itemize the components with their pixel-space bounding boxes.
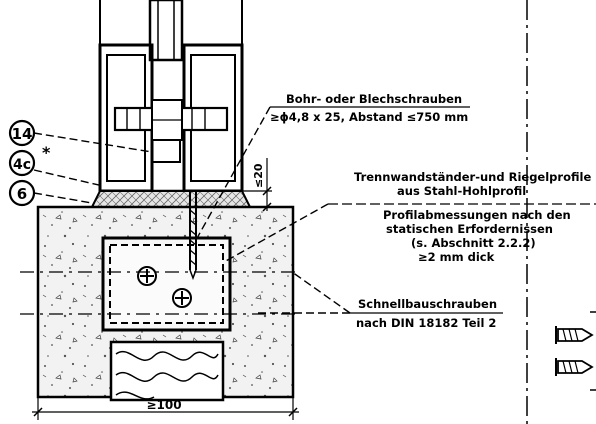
marker-14-label: 14 (12, 125, 33, 143)
upper-profile (98, 0, 244, 193)
marker-4c-asterisk: * (42, 143, 51, 162)
annotation-screws-line1: Bohr- oder Blechschrauben (286, 92, 462, 106)
screw-head-2 (172, 288, 192, 308)
marker-4c-label: 4c (13, 157, 31, 173)
annotation-quick-line2: nach DIN 18182 Teil 2 (356, 316, 496, 330)
annotation-profile-line1: Trennwandständer-und Riegelprofile (354, 170, 591, 184)
dimension-height: ≤20 (240, 158, 272, 212)
dimension-width-label: ≥100 (146, 398, 181, 412)
annotation-profile-line2: aus Stahl-Hohlprofil (397, 184, 526, 198)
insulation-box (109, 340, 225, 402)
annotation-quick-line1: Schnellbauschrauben (358, 297, 497, 311)
drill-screw (189, 190, 197, 281)
annotation-dims-line1: Profilabmessungen nach den (383, 208, 571, 222)
screw-symbol-2 (555, 358, 596, 391)
annotation-dims-line4: ≥2 mm dick (418, 250, 495, 264)
annotation-dims-line3: (s. Abschnitt 2.2.2) (411, 236, 536, 250)
marker-14: 14 (8, 119, 153, 153)
annotation-dims-line2: statischen Erfordernissen (386, 222, 553, 236)
screw-symbol-1 (555, 311, 596, 344)
annotation-screws: Bohr- oder Blechschrauben ≥ϕ4,8 x 25, Ab… (195, 92, 470, 241)
annotation-screws-line2: ≥ϕ4,8 x 25, Abstand ≤750 mm (270, 110, 468, 124)
marker-6: 6 (8, 179, 93, 207)
annotation-profile: Trennwandständer-und Riegelprofile aus S… (223, 170, 596, 263)
center-lines (20, 271, 300, 315)
embedded-hollow-profile (101, 236, 232, 332)
annotation-quick-screws: Schnellbauschrauben nach DIN 18182 Teil … (255, 271, 503, 330)
screw-head-1 (137, 266, 157, 286)
sealant-layer (90, 190, 252, 208)
dimension-height-label: ≤20 (252, 163, 265, 188)
dimension-width: ≥100 (32, 398, 299, 420)
marker-4c: 4c * (8, 143, 104, 187)
marker-6-label: 6 (17, 185, 27, 203)
annotation-dimensions: Profilabmessungen nach den statischen Er… (383, 208, 571, 264)
